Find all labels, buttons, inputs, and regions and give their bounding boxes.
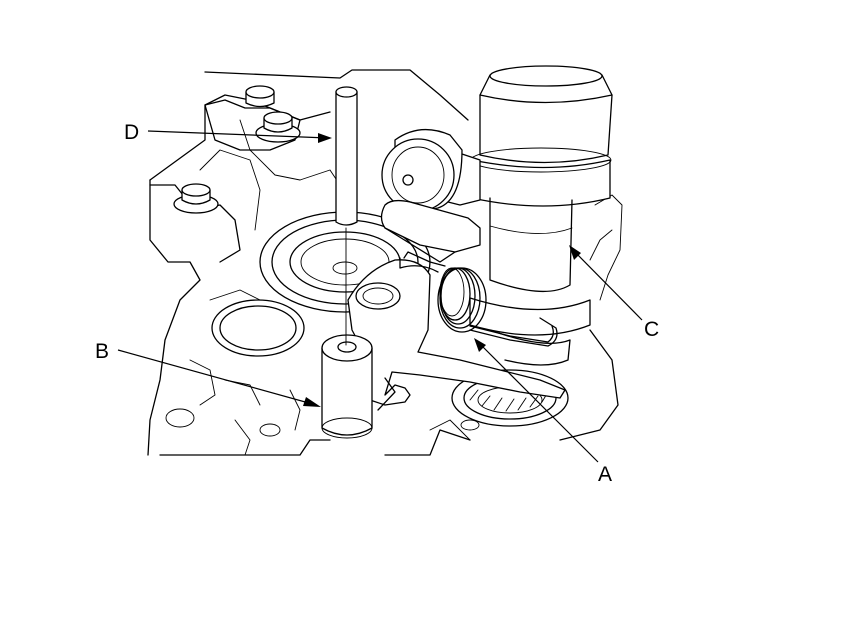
lever-arm — [347, 257, 566, 411]
drift-tool-d — [335, 86, 358, 346]
leader-c — [572, 249, 643, 321]
leader-b — [117, 349, 317, 406]
arrowhead-a — [474, 338, 486, 352]
leader-d — [147, 130, 329, 139]
arrowhead-b — [303, 397, 321, 407]
callout-b-label: B — [95, 340, 109, 363]
arrowhead-c — [569, 245, 581, 260]
callout-leaders — [117, 130, 643, 463]
spring-a — [403, 251, 558, 347]
shaft-c — [380, 65, 613, 366]
callout-c-label: C — [644, 318, 659, 341]
callout-a-label: A — [598, 463, 612, 486]
leader-a — [477, 341, 599, 463]
arrowhead-d — [318, 133, 332, 143]
callout-d-label: D — [124, 121, 139, 144]
pin-b — [321, 334, 373, 439]
